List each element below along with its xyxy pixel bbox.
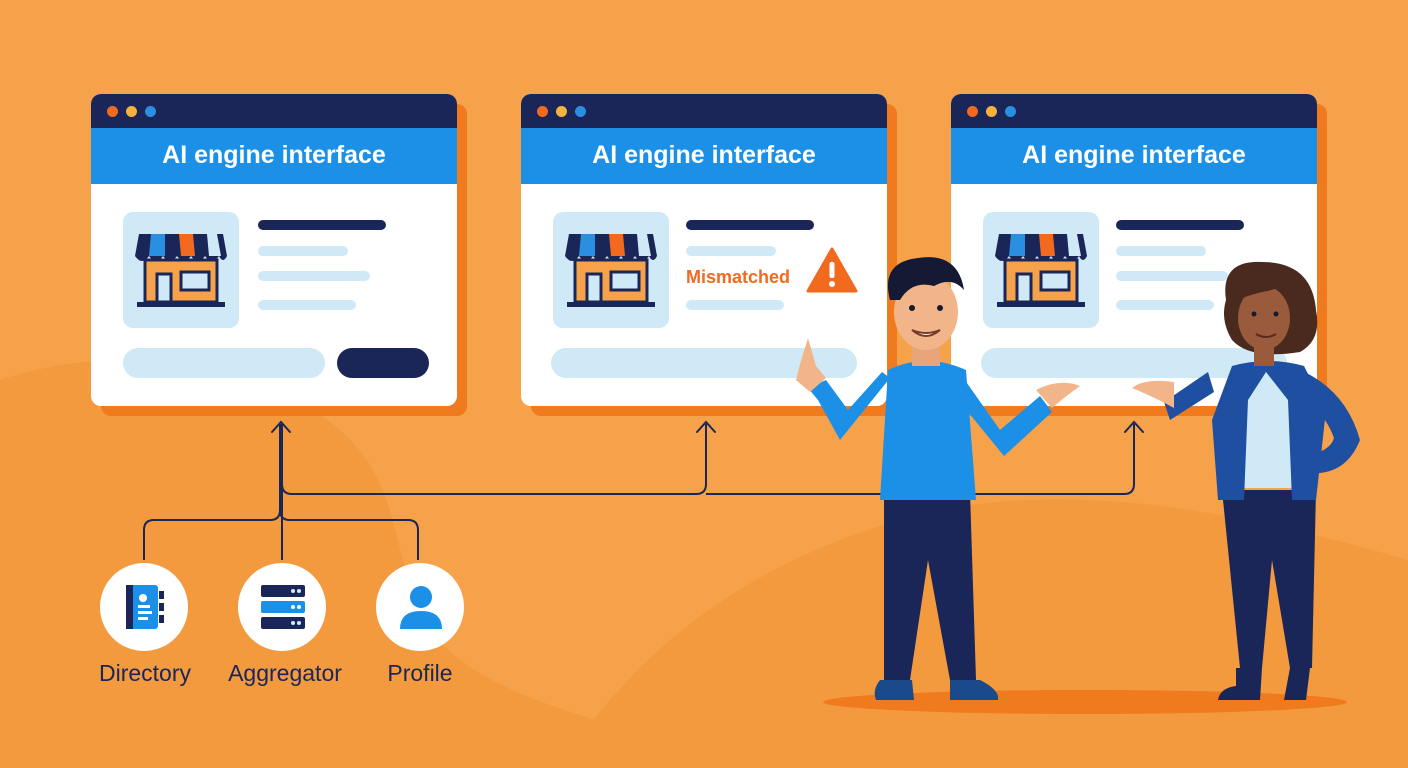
- aggregator-server-icon: [261, 585, 305, 629]
- input-field[interactable]: [123, 348, 325, 378]
- profile-label: Profile: [387, 660, 453, 686]
- woman-figure: [1132, 261, 1360, 700]
- text-line: [1116, 300, 1214, 310]
- directory-label: Directory: [98, 660, 191, 686]
- profile-node[interactable]: [376, 563, 464, 651]
- storefront-icon: [565, 234, 657, 307]
- aggregator-node[interactable]: [238, 563, 326, 651]
- text-line: [686, 300, 784, 310]
- window-title: AI engine interface: [951, 128, 1317, 184]
- ai-engine-window-2: AI engine interface Mismatched: [521, 94, 887, 406]
- maximize-dot[interactable]: [575, 106, 586, 117]
- window-title: AI engine interface: [91, 128, 457, 184]
- minimize-dot[interactable]: [556, 106, 567, 117]
- directory-node[interactable]: [100, 563, 188, 651]
- text-line: [258, 246, 348, 256]
- mismatch-status: Mismatched: [686, 267, 791, 287]
- text-line: [686, 220, 814, 230]
- text-line: [258, 300, 356, 310]
- text-line: [686, 246, 776, 256]
- minimize-dot[interactable]: [986, 106, 997, 117]
- window-titlebar: [91, 94, 457, 128]
- aggregator-label: Aggregator: [228, 660, 342, 686]
- directory-book-icon: [126, 585, 164, 629]
- profile-person-icon: [400, 586, 442, 629]
- maximize-dot[interactable]: [1005, 106, 1016, 117]
- storefront-thumbnail: [123, 212, 239, 328]
- window-titlebar: [521, 94, 887, 128]
- man-figure: [796, 257, 1080, 700]
- action-button[interactable]: [337, 348, 429, 378]
- ai-engine-window-3: AI engine interface: [951, 94, 1317, 406]
- window-title: AI engine interface: [521, 128, 887, 184]
- storefront-icon: [995, 234, 1087, 307]
- arrow-up-icon: [1124, 420, 1144, 433]
- storefront-thumbnail: [553, 212, 669, 328]
- text-line: [258, 220, 386, 230]
- ai-engine-window-1: AI engine interface: [91, 94, 457, 406]
- storefront-thumbnail: [983, 212, 1099, 328]
- close-dot[interactable]: [107, 106, 118, 117]
- close-dot[interactable]: [537, 106, 548, 117]
- text-line: [1116, 246, 1206, 256]
- text-line: [258, 271, 370, 281]
- window-titlebar: [951, 94, 1317, 128]
- text-line: [1116, 220, 1244, 230]
- close-dot[interactable]: [967, 106, 978, 117]
- maximize-dot[interactable]: [145, 106, 156, 117]
- arrow-up-icon: [271, 420, 291, 433]
- arrow-up-icon: [696, 420, 716, 433]
- minimize-dot[interactable]: [126, 106, 137, 117]
- warning-triangle-icon: [806, 247, 858, 293]
- text-line: [1116, 271, 1228, 281]
- storefront-icon: [135, 234, 227, 307]
